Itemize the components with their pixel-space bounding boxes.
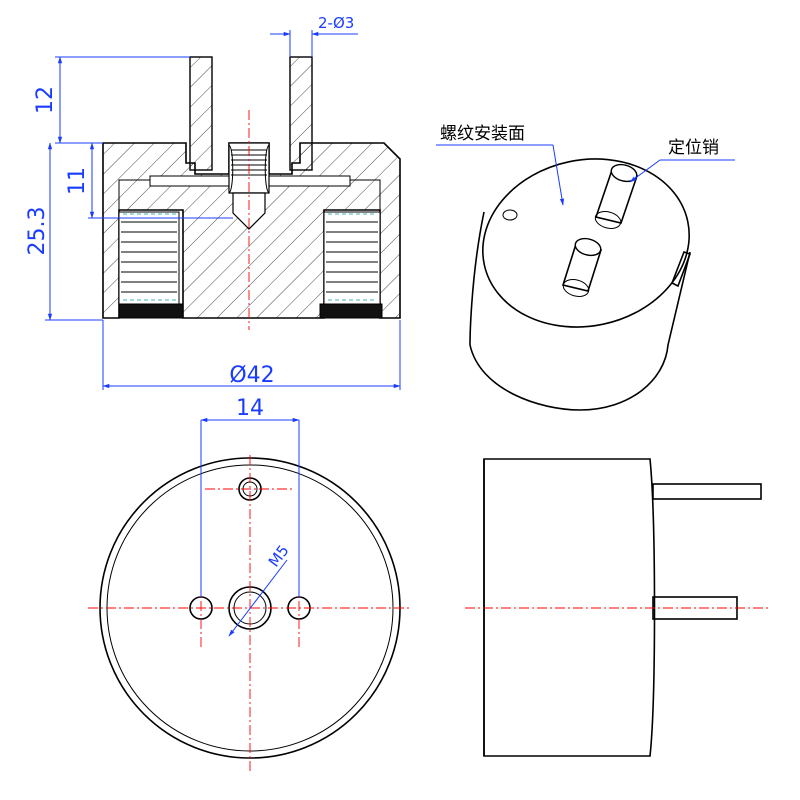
coil-right [319, 211, 383, 319]
side-view [465, 458, 770, 757]
dim-pin-height: 12 [33, 86, 58, 114]
isometric-view: 螺纹安装面 定位销 [436, 124, 735, 411]
side-pin-upper [652, 483, 762, 500]
pin-right [289, 56, 313, 171]
side-body [483, 458, 656, 757]
coil-left [118, 211, 184, 319]
top-view: 14 M5 [88, 396, 412, 772]
iso-pin-front [561, 237, 603, 297]
dim-pin-spacing: 14 [236, 396, 264, 421]
pin-left [189, 56, 213, 171]
dim-body-diameter: Ø42 [229, 363, 274, 388]
dim-pin-holes: 2-Ø3 [318, 14, 354, 32]
dim-thread-depth: 11 [65, 167, 90, 195]
dim-body-height: 25.3 [25, 207, 50, 256]
section-view [102, 56, 401, 330]
label-locating-pin: 定位销 [668, 138, 719, 158]
section-dimensions: 12 11 25.3 Ø42 2-Ø3 [25, 14, 401, 390]
section-body [102, 142, 401, 319]
label-mounting-face: 螺纹安装面 [440, 124, 525, 144]
dim-thread-size: M5 [265, 542, 293, 571]
